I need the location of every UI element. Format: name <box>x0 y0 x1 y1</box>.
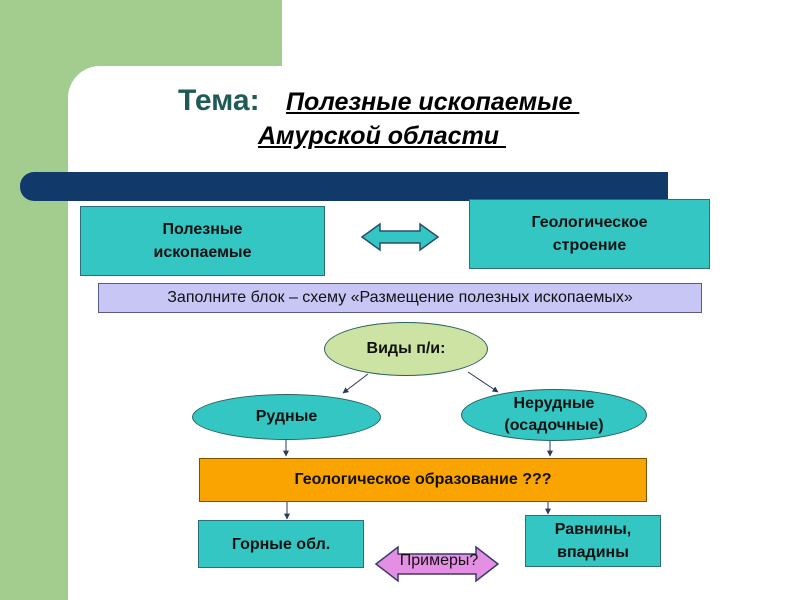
mountains-box: Горные обл. <box>198 520 364 568</box>
examples-arrow-icon <box>374 545 500 583</box>
formation-box: Геологическое образование ??? <box>199 458 647 502</box>
background-green-side <box>0 0 68 600</box>
examples-label: Примеры? <box>399 552 479 569</box>
title-label: Тема: <box>178 84 260 117</box>
plains-box: Равнины, впадины <box>525 515 661 567</box>
title-bar <box>20 172 668 201</box>
instruction-box: Заполните блок – схему «Размещение полез… <box>98 283 702 313</box>
ore-node-label: Рудные <box>255 408 318 425</box>
double-arrow-icon <box>360 222 440 252</box>
types-node-label: Виды п/и: <box>366 340 446 357</box>
plains-box-label: Равнины, впадины <box>554 521 632 561</box>
geology-box-label: Геологическое строение <box>531 214 648 254</box>
nonore-node: Нерудные (осадочные) <box>461 389 647 441</box>
title-line-1: Полезные ископаемые <box>286 88 580 116</box>
formation-box-label: Геологическое образование ??? <box>294 471 552 488</box>
instruction-text: Заполните блок – схему «Размещение полез… <box>167 289 633 306</box>
types-node: Виды п/и: <box>324 322 488 376</box>
minerals-box-label: Полезные ископаемые <box>153 221 252 261</box>
minerals-box: Полезные ископаемые <box>80 206 325 276</box>
mountains-box-label: Горные обл. <box>231 535 331 553</box>
arrow-to-ore <box>342 373 369 394</box>
nonore-node-label: Нерудные (осадочные) <box>504 395 604 434</box>
ore-node: Рудные <box>192 394 381 440</box>
arrow-to-nonore <box>467 371 499 393</box>
slide-title: Тема: Полезные ископаемые Амурской облас… <box>178 84 698 160</box>
geology-box: Геологическое строение <box>469 199 710 269</box>
title-line-2: Амурской области <box>258 122 507 150</box>
